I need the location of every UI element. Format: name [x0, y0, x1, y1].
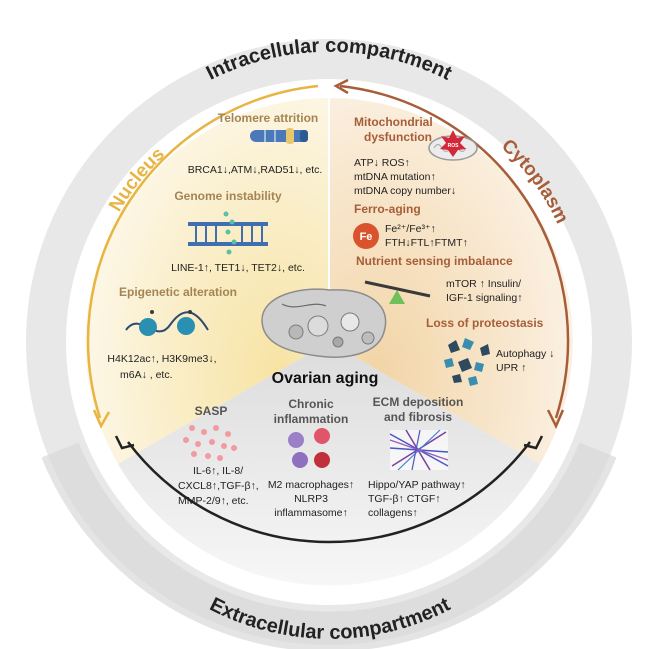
genome-title: Genome instability	[174, 189, 282, 203]
ecm-title-2: and fibrosis	[384, 410, 452, 424]
ecm-line-2: TGF-β↑ CTGF↑	[368, 493, 441, 505]
nutrient-line-1: mTOR ↑ Insulin/	[446, 278, 521, 290]
mitochondrion-icon: ROS	[428, 130, 478, 161]
ovary-icon	[261, 288, 387, 358]
nucleosome-icon	[125, 310, 209, 336]
mito-line-1: ATP↓ ROS↑	[354, 157, 410, 169]
ferro-title: Ferro-aging	[354, 202, 421, 216]
epigenetic-title: Epigenetic alteration	[119, 285, 237, 299]
nucleus-arc-arrow	[86, 84, 319, 429]
mito-line-3: mtDNA copy number↓	[354, 185, 456, 197]
sasp-line-2: CXCL8↑,TGF-β↑,	[178, 480, 259, 492]
telomere-line: BRCA1↓,ATM↓,RAD51↓, etc.	[188, 164, 323, 176]
fe-label: Fe	[360, 231, 373, 243]
mito-title-2: dysfunction	[364, 130, 432, 144]
ecm-line-1: Hippo/YAP pathway↑	[368, 479, 466, 491]
ros-label: ROS	[448, 143, 460, 149]
dna-break-icon	[188, 211, 268, 255]
genome-line: LINE-1↑, TET1↓, TET2↓, etc.	[171, 262, 305, 274]
iron-icon: Fe	[353, 223, 379, 249]
ferro-line-2: FTH↓FTL↑FTMT↑	[385, 237, 468, 249]
epigenetic-line-2: m6A↓ , etc.	[120, 369, 173, 381]
immune-cells-icon	[288, 428, 330, 468]
cytoplasm-sector	[329, 98, 573, 464]
sasp-line-3: MMP-2/9↑, etc.	[178, 495, 249, 507]
proteo-line-2: UPR ↑	[496, 362, 526, 374]
proteo-line-1: Autophagy ↓	[496, 348, 554, 360]
cytoplasm-arc-arrow	[333, 78, 570, 429]
outer-ring	[26, 39, 632, 649]
mito-line-2: mtDNA mutation↑	[354, 171, 436, 183]
ferro-line-1: Fe²⁺/Fe³⁺↑	[385, 223, 436, 235]
protein-aggregate-icon	[444, 338, 490, 386]
proteo-title: Loss of proteostasis	[426, 316, 544, 330]
inflammation-title-2: inflammation	[274, 412, 349, 426]
ecm-title-1: ECM deposition	[373, 395, 464, 409]
ecm-line-3: collagens↑	[368, 507, 418, 519]
epigenetic-line-1: H4K12ac↑, H3K9me3↓,	[107, 353, 216, 365]
nutrient-line-2: IGF-1 signaling↑	[446, 292, 522, 304]
seesaw-icon	[364, 280, 431, 304]
center-title: Ovarian aging	[272, 370, 379, 387]
inflammation-line-2: NLRP3	[294, 493, 328, 505]
chromosome-icon	[250, 128, 308, 144]
inflammation-line-1: M2 macrophages↑	[268, 479, 354, 491]
extracellular-arc-arrows	[114, 435, 544, 544]
inflammation-line-3: inflammasome↑	[274, 507, 348, 519]
inflammation-title-1: Chronic	[288, 397, 334, 411]
nucleus-sector	[85, 98, 329, 464]
fiber-network-icon	[389, 429, 449, 471]
sasp-line-1: IL-6↑, IL-8/	[193, 465, 243, 477]
sasp-particles-icon	[183, 425, 237, 461]
telomere-title: Telomere attrition	[218, 111, 318, 125]
nutrient-title: Nutrient sensing imbalance	[356, 254, 513, 268]
sasp-title: SASP	[195, 404, 228, 418]
mito-title-1: Mitochondrial	[354, 115, 433, 129]
